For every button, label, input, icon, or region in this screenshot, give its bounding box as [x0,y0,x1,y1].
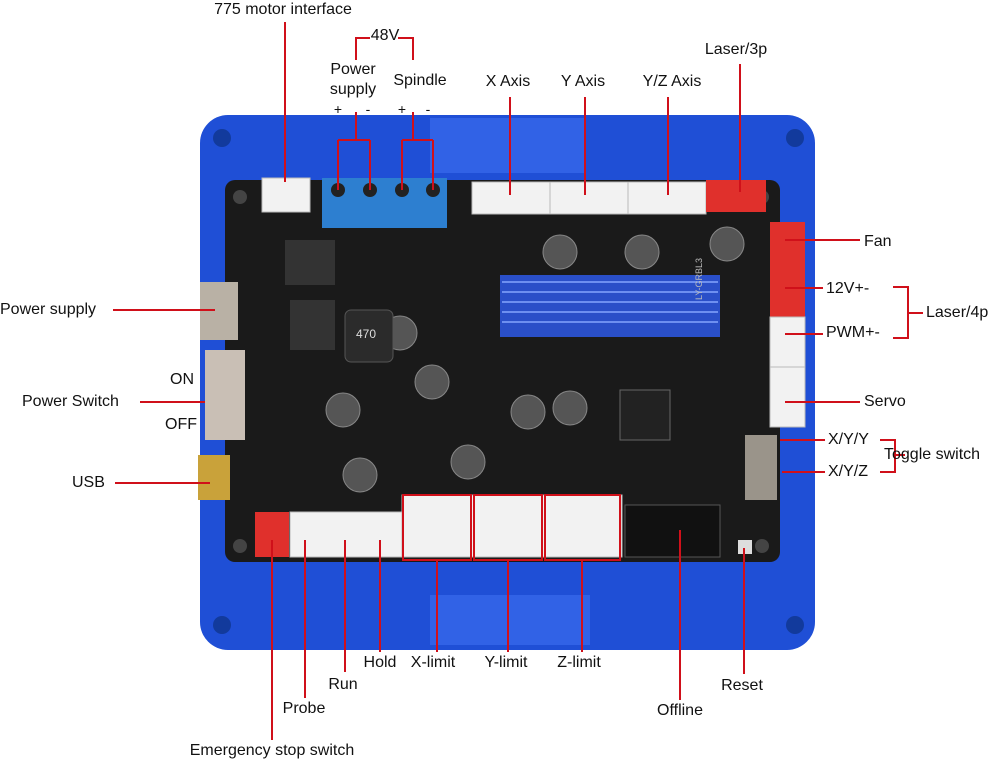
label-y-limit: Y-limit [484,654,528,671]
label-laser-4p: Laser/4p [926,304,989,321]
servo-connector [769,366,806,428]
label-servo: Servo [864,393,906,410]
label-probe: Probe [282,700,326,717]
label-ps-plus: + [333,101,343,117]
limit-connectors [401,494,623,558]
label-spindle-minus: - [425,101,431,117]
inductor-marking: 470 [356,327,377,341]
label-fan: Fan [864,233,892,250]
label-xyy: X/Y/Y [828,431,869,448]
toggle-switch [745,435,777,500]
heatsink [500,275,720,337]
label-x-axis: X Axis [485,73,531,90]
label-xyz: X/Y/Z [828,463,869,480]
laser-3p-connector [706,180,766,212]
label-toggle-switch: Toggle switch [884,446,981,463]
label-yz-axis: Y/Z Axis [642,73,702,90]
inductor [344,309,394,363]
power-switch [205,350,245,440]
label-pwm: PWM+- [826,324,880,341]
label-on: ON [170,371,194,388]
label-offline: Offline [657,702,703,719]
motor-775-connector [261,177,311,213]
laser-12v-connector [770,267,805,317]
fan-connector [770,222,805,267]
label-usb: USB [72,474,105,491]
y-axis-connector [549,181,629,215]
label-z-limit: Z-limit [557,654,601,671]
microcontroller [619,389,671,441]
label-power-switch: Power Switch [22,393,119,410]
label-power-supply-top-2: supply [329,81,377,98]
reset-button [738,540,752,554]
offline-header [624,504,721,558]
label-spindle: Spindle [393,72,447,89]
label-x-limit: X-limit [410,654,456,671]
label-laser-3p: Laser/3p [704,41,768,58]
label-12v: 12V+- [826,280,870,297]
label-power-supply-left: Power supply [0,301,97,318]
label-y-axis: Y Axis [560,73,606,90]
label-emergency-stop: Emergency stop switch [189,742,355,759]
label-48v: 48V [370,27,400,44]
usb-port [198,455,230,500]
label-reset: Reset [721,677,763,694]
label-spindle-plus: + [397,101,407,117]
label-775-motor: 775 motor interface [214,1,352,18]
pwm-connector [769,316,806,368]
leader-lines [113,22,923,740]
label-hold: Hold [363,654,397,671]
board-marking-text: LY-GRBL3 [694,257,704,300]
label-power-supply-top-1: Power [330,61,376,78]
label-ps-minus: - [365,101,371,117]
label-run: Run [328,676,358,693]
label-off: OFF [165,416,197,433]
